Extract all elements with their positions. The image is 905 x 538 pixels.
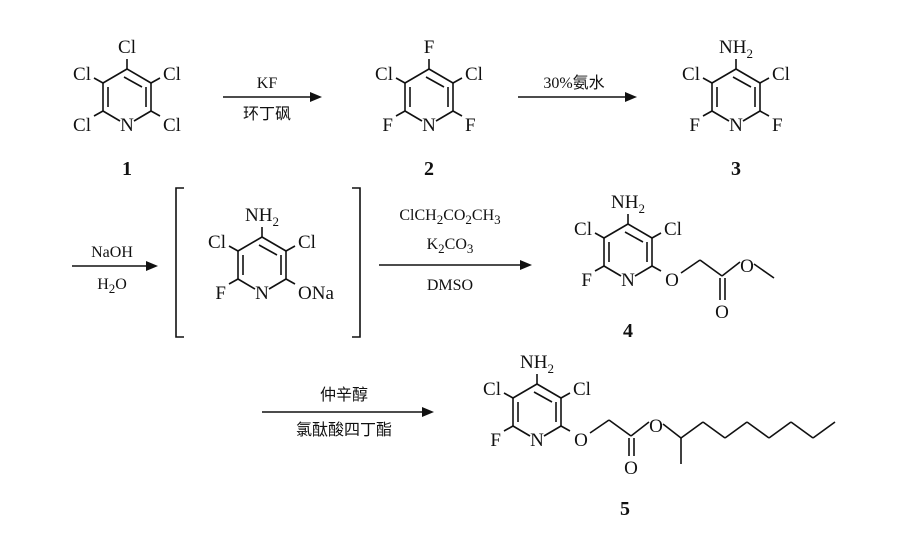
atom-f: F <box>490 430 501 451</box>
compound-number-4: 4 <box>623 320 633 342</box>
atom-cl: Cl <box>163 115 181 136</box>
catalyst-quaternary-ammonium: 氯酞酸四丁酯 <box>296 421 392 439</box>
compound-number-5: 5 <box>620 498 630 520</box>
compound-5: NH2 Cl Cl F N O O O <box>483 352 836 479</box>
reaction-arrow-5: 仲辛醇 氯酞酸四丁酯 <box>262 386 434 439</box>
atom-f: F <box>382 115 393 136</box>
reaction-arrow-2: 30%氨水 <box>518 74 637 102</box>
reagent-ammonia: 30%氨水 <box>543 74 604 92</box>
reagent-2-octanol: 仲辛醇 <box>320 386 368 404</box>
atom-n: N <box>530 430 544 451</box>
compound-2: F Cl Cl F F N <box>375 37 483 136</box>
compound-4: NH2 Cl Cl F N O O O <box>574 192 775 323</box>
atom-cl: Cl <box>772 64 790 85</box>
atom-f: F <box>424 37 435 58</box>
group-nh2: NH2 <box>611 192 645 216</box>
compound-number-2: 2 <box>424 158 434 180</box>
atom-o: O <box>665 270 679 291</box>
solvent-dmso: DMSO <box>427 277 473 294</box>
intermediate-sodium-salt: NH2 Cl Cl ONa F N <box>208 205 334 304</box>
atom-o: O <box>574 430 588 451</box>
atom-f: F <box>581 270 592 291</box>
atom-o: O <box>624 458 638 479</box>
reagent-k2co3: K2CO3 <box>427 236 474 256</box>
atom-f: F <box>689 115 700 136</box>
atom-cl: Cl <box>483 379 501 400</box>
atom-o: O <box>649 416 663 437</box>
group-nh2: NH2 <box>245 205 279 229</box>
compound-number-1: 1 <box>122 158 132 180</box>
atom-cl: Cl <box>208 232 226 253</box>
atom-cl: Cl <box>375 64 393 85</box>
reagent-methyl-chloroacetate: ClCH2CO2CH3 <box>399 207 500 227</box>
atom-f: F <box>465 115 476 136</box>
reaction-arrow-3: NaOH H2O <box>72 244 158 296</box>
atom-cl: Cl <box>664 219 682 240</box>
atom-cl: Cl <box>574 219 592 240</box>
solvent-water: H2O <box>97 276 127 296</box>
atom-n: N <box>255 283 269 304</box>
solvent-sulfolane: 环丁砜 <box>243 106 291 123</box>
reagent-naoh: NaOH <box>91 244 133 261</box>
intermediate-bracket <box>175 187 361 338</box>
atom-cl: Cl <box>163 64 181 85</box>
atom-o: O <box>715 302 729 323</box>
atom-cl: Cl <box>73 115 91 136</box>
compound-1: Cl Cl Cl Cl Cl N <box>73 37 181 136</box>
compound-3: NH2 Cl Cl F F N <box>682 37 790 136</box>
atom-cl: Cl <box>118 37 136 58</box>
group-nh2: NH2 <box>719 37 753 61</box>
atom-f: F <box>215 283 226 304</box>
atom-n: N <box>120 115 134 136</box>
atom-o: O <box>740 256 754 277</box>
reaction-arrow-4: ClCH2CO2CH3 K2CO3 DMSO <box>379 207 532 294</box>
atom-n: N <box>422 115 436 136</box>
atom-cl: Cl <box>682 64 700 85</box>
atom-n: N <box>729 115 743 136</box>
atom-cl: Cl <box>573 379 591 400</box>
atom-cl: Cl <box>298 232 316 253</box>
atom-n: N <box>621 270 635 291</box>
atom-f: F <box>772 115 783 136</box>
reagent-kf: KF <box>257 75 278 92</box>
atom-cl: Cl <box>465 64 483 85</box>
atom-cl: Cl <box>73 64 91 85</box>
reaction-arrow-1: KF 环丁砜 <box>223 75 322 123</box>
compound-number-3: 3 <box>731 158 741 180</box>
group-ona: ONa <box>298 283 334 304</box>
group-nh2: NH2 <box>520 352 554 376</box>
